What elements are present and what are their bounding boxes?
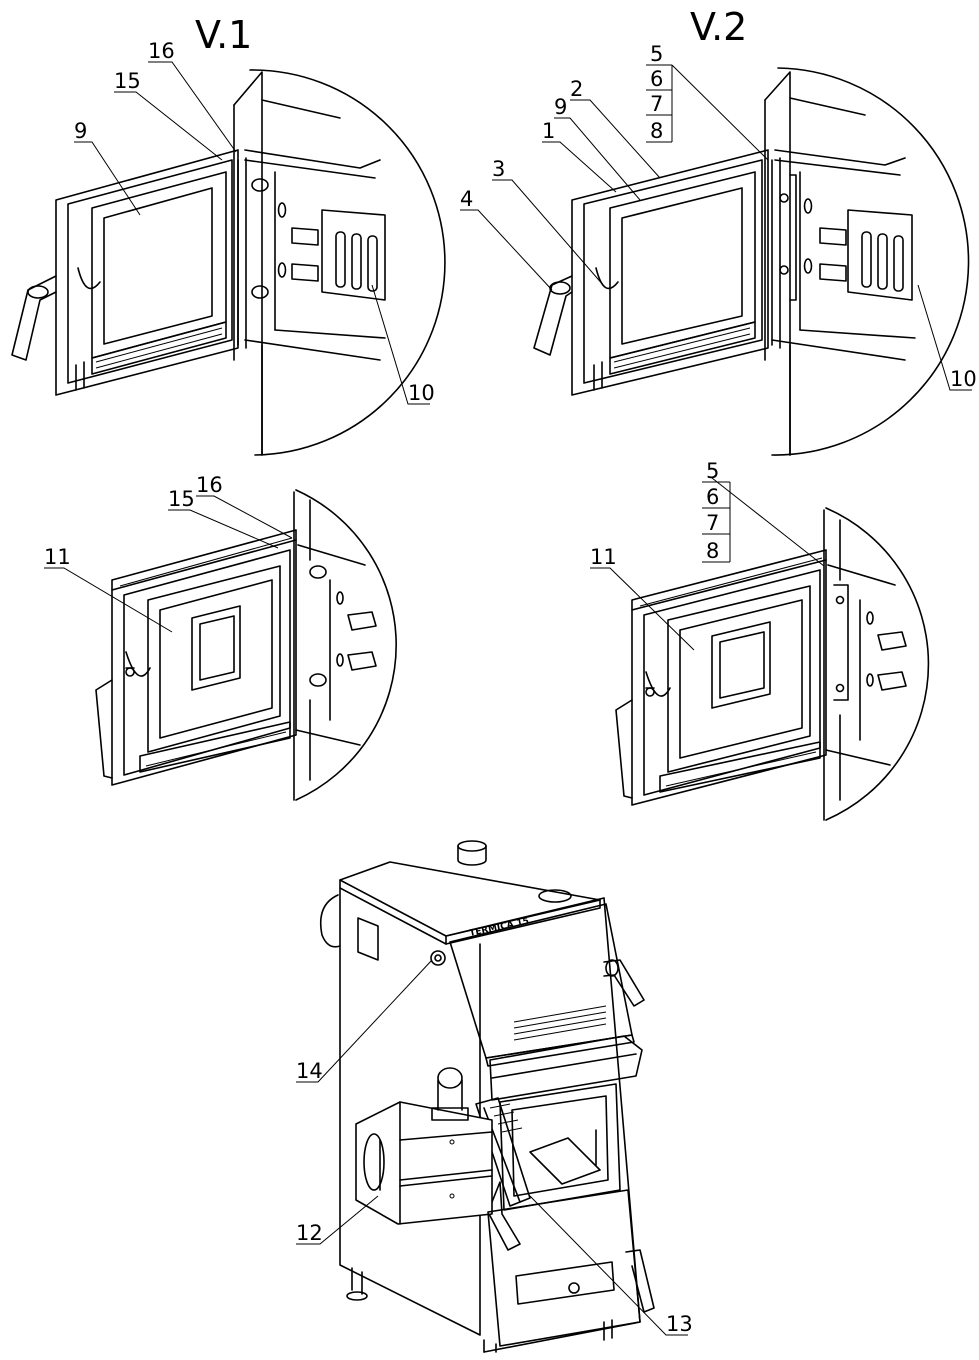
- detail-v2-glass-door: 5 6 7 8 11: [590, 459, 930, 821]
- callout-5: 5: [650, 42, 663, 66]
- callout-6: 6: [650, 67, 663, 91]
- callout-1: 1: [542, 119, 555, 143]
- callout-16: 16: [148, 39, 175, 63]
- view-title-v2: V.2: [690, 5, 747, 49]
- callout-2: 2: [570, 77, 583, 101]
- callout-9: 9: [554, 95, 567, 119]
- callout-11: 11: [590, 545, 617, 569]
- callout-11: 11: [44, 545, 71, 569]
- detail-v1-glass-door: 15 16 11: [44, 473, 397, 801]
- callout-12: 12: [296, 1221, 323, 1245]
- callout-5: 5: [706, 459, 719, 483]
- callout-13: 13: [666, 1312, 693, 1336]
- boiler-assembly: TERMICA 15: [296, 840, 693, 1353]
- callout-10: 10: [950, 367, 977, 391]
- callout-16: 16: [196, 473, 223, 497]
- callout-8: 8: [650, 119, 663, 143]
- detail-v2-open-door: 5 6 7 8 9 2 1 3 4 10: [460, 42, 977, 456]
- callout-7: 7: [650, 92, 663, 116]
- callout-9: 9: [74, 119, 87, 143]
- callout-14: 14: [296, 1059, 323, 1083]
- nameplate-label: TERMICA 15: [469, 917, 531, 939]
- callout-3: 3: [492, 157, 505, 181]
- callout-4: 4: [460, 187, 473, 211]
- callout-8: 8: [706, 539, 719, 563]
- callout-15: 15: [114, 69, 141, 93]
- callout-10: 10: [408, 381, 435, 405]
- callout-7: 7: [706, 511, 719, 535]
- detail-v1-open-door: 16 15 9 10: [11, 39, 446, 456]
- view-title-v1: V.1: [195, 13, 252, 57]
- callout-6: 6: [706, 485, 719, 509]
- callout-15: 15: [168, 487, 195, 511]
